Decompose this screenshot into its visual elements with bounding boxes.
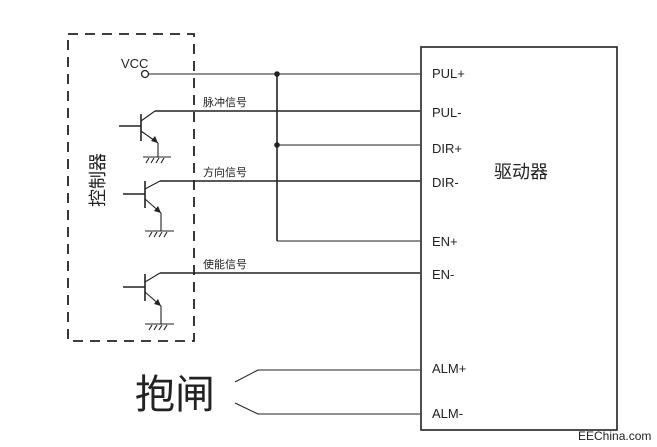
signal-label-enable: 使能信号 — [203, 257, 247, 271]
signal-label-pulse: 脉冲信号 — [203, 95, 247, 109]
transistor-enable — [123, 272, 174, 331]
signal-label-direction: 方向信号 — [203, 165, 247, 179]
controller-box — [67, 33, 195, 342]
vcc-label: VCC — [121, 56, 148, 71]
wire-alm-minus — [234, 402, 420, 415]
driver-label: 驱动器 — [494, 162, 548, 183]
pin-alm-plus: ALM+ — [432, 361, 466, 376]
pin-pul-plus: PUL+ — [432, 66, 465, 81]
junction-dot — [274, 71, 280, 77]
brake-label: 抱闸 — [135, 372, 215, 418]
pin-pul-minus: PUL- — [432, 105, 462, 120]
pin-dir-minus: DIR- — [432, 175, 459, 190]
transistor-direction — [123, 180, 174, 238]
pin-dir-plus: DIR+ — [432, 141, 462, 156]
pin-alm-minus: ALM- — [432, 406, 463, 421]
transistor-pulse — [119, 110, 171, 164]
wire-alm-plus — [234, 369, 420, 383]
controller-label: 控制器 — [88, 153, 109, 207]
driver-box — [420, 46, 618, 431]
watermark: EEChina.com — [578, 429, 651, 443]
pin-en-plus: EN+ — [432, 234, 458, 249]
pin-en-minus: EN- — [432, 267, 454, 282]
vcc-terminal — [140, 69, 150, 79]
